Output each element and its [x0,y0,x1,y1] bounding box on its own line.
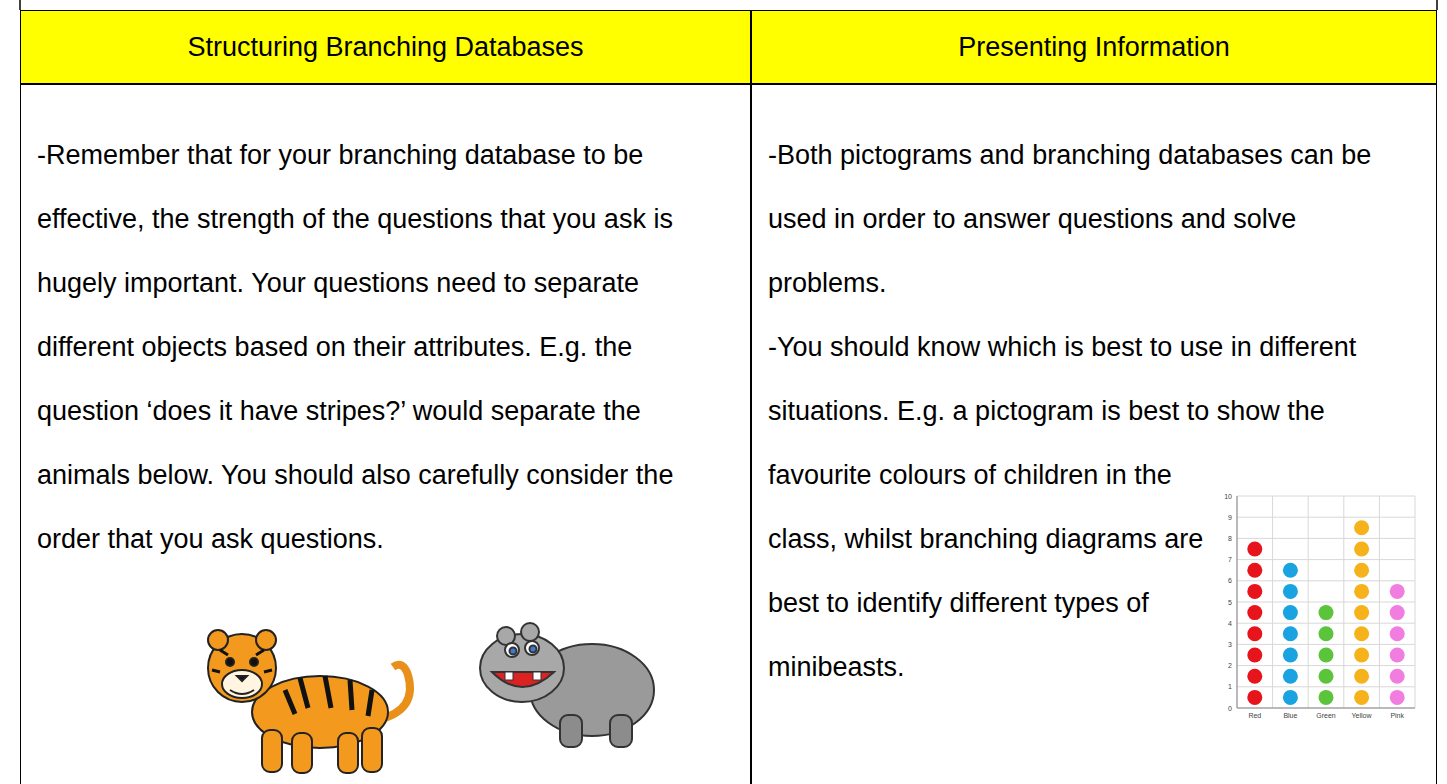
float-spacer [1419,123,1420,488]
pictogram-dot [1283,563,1298,578]
pictogram-dot [1319,605,1334,620]
pictogram-dot [1247,584,1262,599]
pictogram-dot [1390,690,1405,705]
heading-text: Presenting Information [958,32,1230,63]
chart-grid [1215,488,1420,728]
pictogram-dot [1319,690,1334,705]
pictogram-dot [1247,690,1262,705]
header-cell: Presenting Information [751,10,1437,84]
grid-line [1237,496,1238,708]
pictogram-dot [1283,648,1298,663]
grid-line [1237,686,1415,687]
pictogram-dot [1319,648,1334,663]
axis-number: 0 [1228,705,1232,712]
pictogram-chart: 0 1 2 3 4 5 6 7 8 9 10Red Blue Green Yellow Pink [1215,488,1420,728]
pictogram-dot [1390,605,1405,620]
pictogram-dot [1247,626,1262,641]
grid-line [1237,644,1415,645]
pictogram-dot [1283,584,1298,599]
axis-category: Yellow [1352,712,1372,719]
pictogram-dot [1354,563,1369,578]
pictogram-dot [1247,563,1262,578]
axis-category: Pink [1390,712,1404,719]
pictogram-dot [1354,542,1369,557]
axis-number: 5 [1228,599,1232,606]
pictogram-dot [1354,626,1369,641]
hippo-picture [480,623,654,747]
pictogram-dot [1354,669,1369,684]
body-text: -You should know which is best to use in… [768,315,1420,699]
grid-line [1379,496,1380,708]
axis-category: Blue [1283,712,1297,719]
axis-number: 10 [1224,493,1232,500]
pictogram-dot [1283,626,1298,641]
grid-line [1237,538,1415,539]
grid-line [1237,665,1415,666]
axis-category: Green [1316,712,1335,719]
grid-line [1343,496,1344,708]
grid-line [1237,602,1415,603]
grid-line [1237,496,1415,497]
grid-line [1272,496,1273,708]
table-rule [1436,0,1438,10]
grid-line [1237,496,1238,708]
axis-number: 4 [1228,620,1232,627]
header-cell: Structuring Branching Databases [20,10,751,84]
axis-number: 7 [1228,556,1232,563]
tiger-picture [208,630,410,773]
pictogram-dot [1354,584,1369,599]
grid-line [1415,496,1416,708]
heading-text: Structuring Branching Databases [187,32,583,63]
pictogram-dot [1247,669,1262,684]
grid-line [1237,708,1415,709]
grid-line [1237,708,1415,709]
pictogram-dot [1354,690,1369,705]
table-rule [19,0,21,10]
axis-category: Red [1248,712,1261,719]
axis-number: 9 [1228,514,1232,521]
pictogram-dot [1283,605,1298,620]
body-cell: 0 1 2 3 4 5 6 7 8 9 10Red Blue Green Yellow Pink -Both … [751,84,1437,784]
body-text: -Remember that for your branching databa… [37,123,734,571]
axis-number: 8 [1228,535,1232,542]
pictogram-dot [1283,690,1298,705]
pictogram-dot [1354,520,1369,535]
pictogram-dot [1390,648,1405,663]
grid-line [1237,559,1415,560]
pictogram-dot [1247,542,1262,557]
body-text: -Both pictograms and branching databases… [768,123,1420,315]
axis-number: 1 [1228,683,1232,690]
axis-number: 6 [1228,577,1232,584]
pictogram-dot [1354,605,1369,620]
pictogram-dot [1319,669,1334,684]
pictogram-dot [1247,605,1262,620]
pictogram-dot [1283,669,1298,684]
grid-line [1237,623,1415,624]
grid-line [1308,496,1309,708]
pictogram-dot [1247,648,1262,663]
body-cell: -Remember that for your branching databa… [20,84,751,784]
pictogram-dot [1390,626,1405,641]
pictogram-dot [1390,584,1405,599]
pictogram-dot [1319,626,1334,641]
axis-number: 2 [1228,662,1232,669]
pictogram-dot [1390,669,1405,684]
pictogram-dot [1354,648,1369,663]
grid-line [1237,580,1415,581]
axis-number: 3 [1228,641,1232,648]
grid-line [1237,517,1415,518]
